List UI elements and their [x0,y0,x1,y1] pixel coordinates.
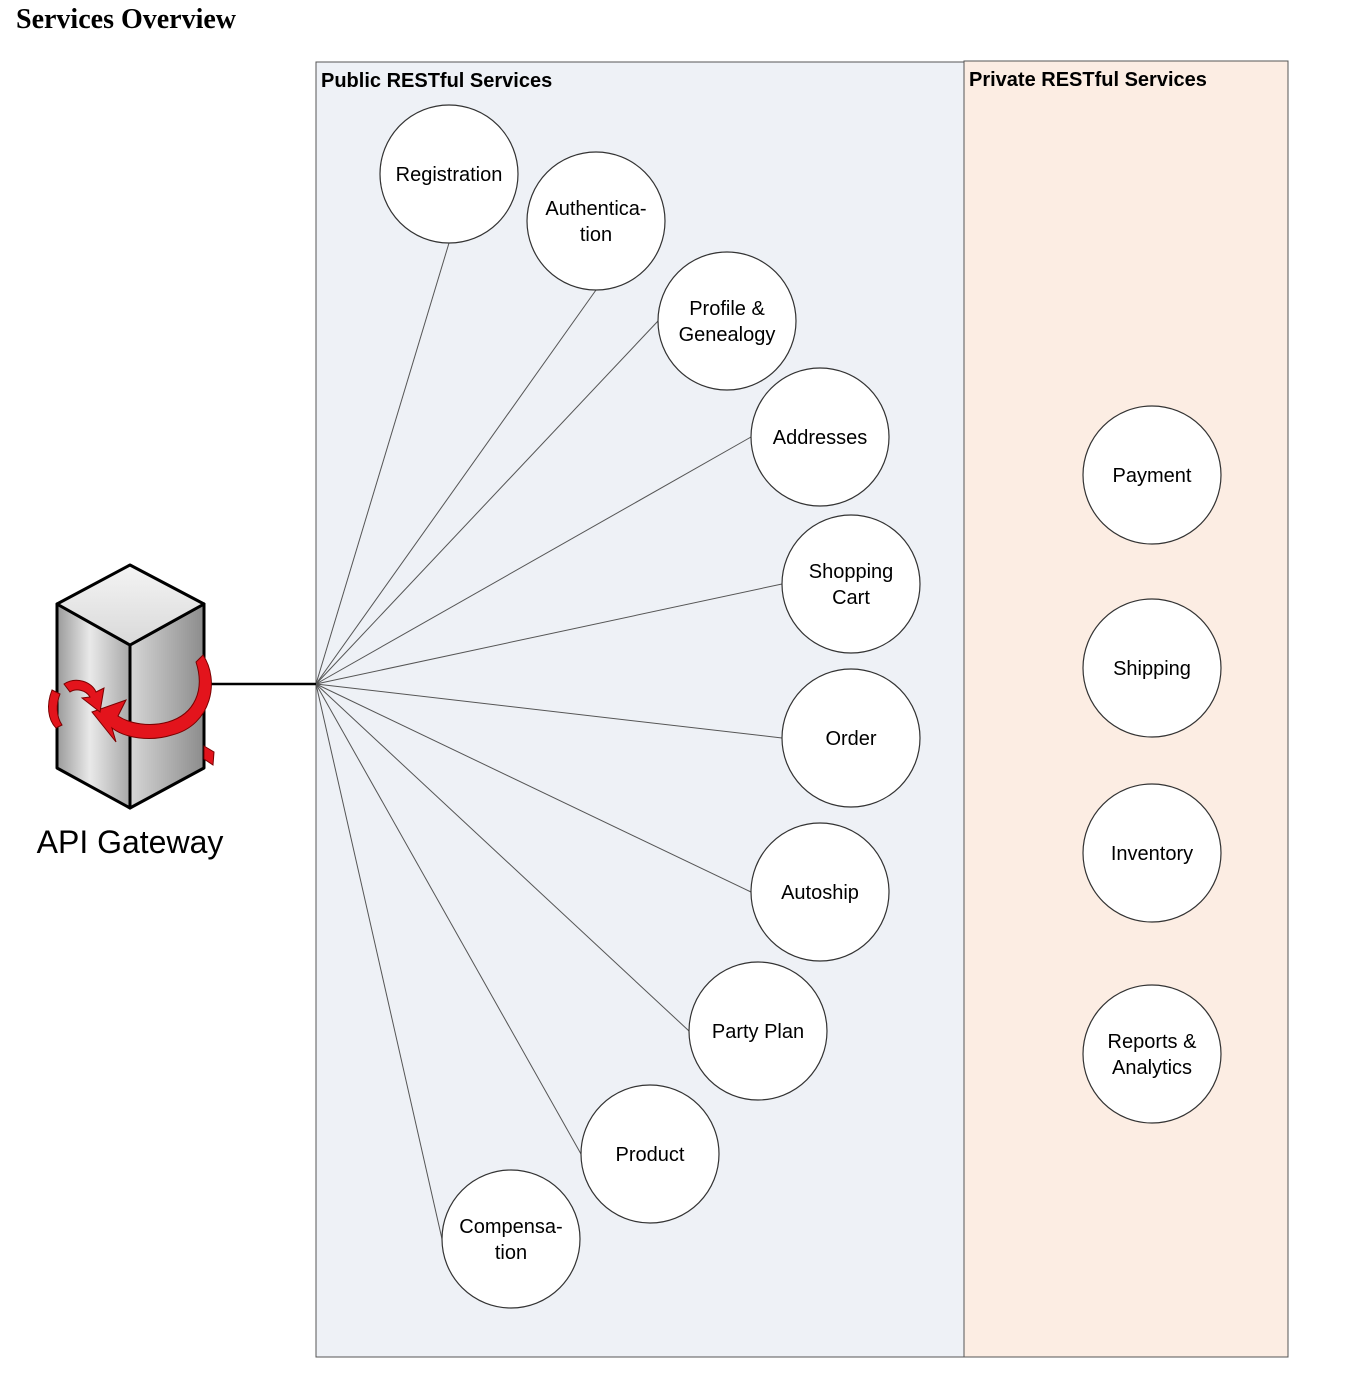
public-service-order[interactable]: Order [781,668,921,808]
service-label: Compensa- [459,1216,562,1238]
service-circle [750,822,890,962]
connector-line [315,683,690,1032]
service-label: Payment [1113,465,1192,487]
circular-arrow-icon [48,654,215,766]
service-label: Genealogy [679,324,776,346]
page-title: Services Overview [16,4,237,35]
service-label: Order [825,728,876,750]
service-circle [781,514,921,654]
api-gateway-label: API Gateway [37,824,224,860]
service-label: Party Plan [712,1021,804,1043]
service-label: Autoship [781,882,859,904]
service-circle [750,367,890,507]
private-service-inventory[interactable]: Inventory [1082,783,1222,923]
connector-line [315,683,582,1155]
service-circle [580,1084,720,1224]
service-label: Shopping [809,561,894,583]
public-service-party-plan[interactable]: Party Plan [688,961,828,1101]
service-circle [441,1169,581,1309]
connector-line [315,583,783,685]
public-panel-title: Public RESTful Services [321,70,552,92]
private-panel-title: Private RESTful Services [969,69,1207,91]
public-service-compensation[interactable]: Compensa-tion [441,1169,581,1309]
service-circle [688,961,828,1101]
service-label: Shipping [1113,658,1191,680]
service-label: Authentica- [545,198,646,220]
public-service-authentication[interactable]: Authentica-tion [526,151,666,291]
service-circle [526,151,666,291]
private-service-shipping[interactable]: Shipping [1082,598,1222,738]
service-circle [781,668,921,808]
service-label: Profile & [689,298,765,320]
service-label: Reports & [1108,1031,1198,1053]
connector-line [315,320,659,685]
public-service-profile-and-genealogy[interactable]: Profile & Genealogy [657,251,797,391]
connector-line [315,683,752,893]
private-service-payment[interactable]: Payment [1082,405,1222,545]
service-label: tion [580,224,612,246]
service-label: Analytics [1112,1057,1192,1079]
connector-lines [315,242,783,1240]
connector-line [315,242,450,685]
service-circle [1082,783,1222,923]
service-label: Cart [832,587,870,609]
service-circle [379,104,519,244]
private-service-reports-and-analytics[interactable]: Reports & Analytics [1082,984,1222,1124]
service-label: Inventory [1111,843,1193,865]
service-circle [657,251,797,391]
service-circle [1082,405,1222,545]
service-circle [1082,984,1222,1124]
public-service-addresses[interactable]: Addresses [750,367,890,507]
connector-line [315,436,752,685]
service-label: Addresses [773,427,868,449]
connector-line [315,289,597,685]
service-label: Product [616,1144,685,1166]
connector-line [315,683,783,739]
service-circle [1082,598,1222,738]
public-service-product[interactable]: Product [580,1084,720,1224]
public-service-registration[interactable]: Registration [379,104,519,244]
server-tower-icon[interactable] [48,563,215,810]
connector-line [315,683,443,1240]
service-label: tion [495,1242,527,1264]
service-label: Registration [396,164,503,186]
public-service-autoship[interactable]: Autoship [750,822,890,962]
